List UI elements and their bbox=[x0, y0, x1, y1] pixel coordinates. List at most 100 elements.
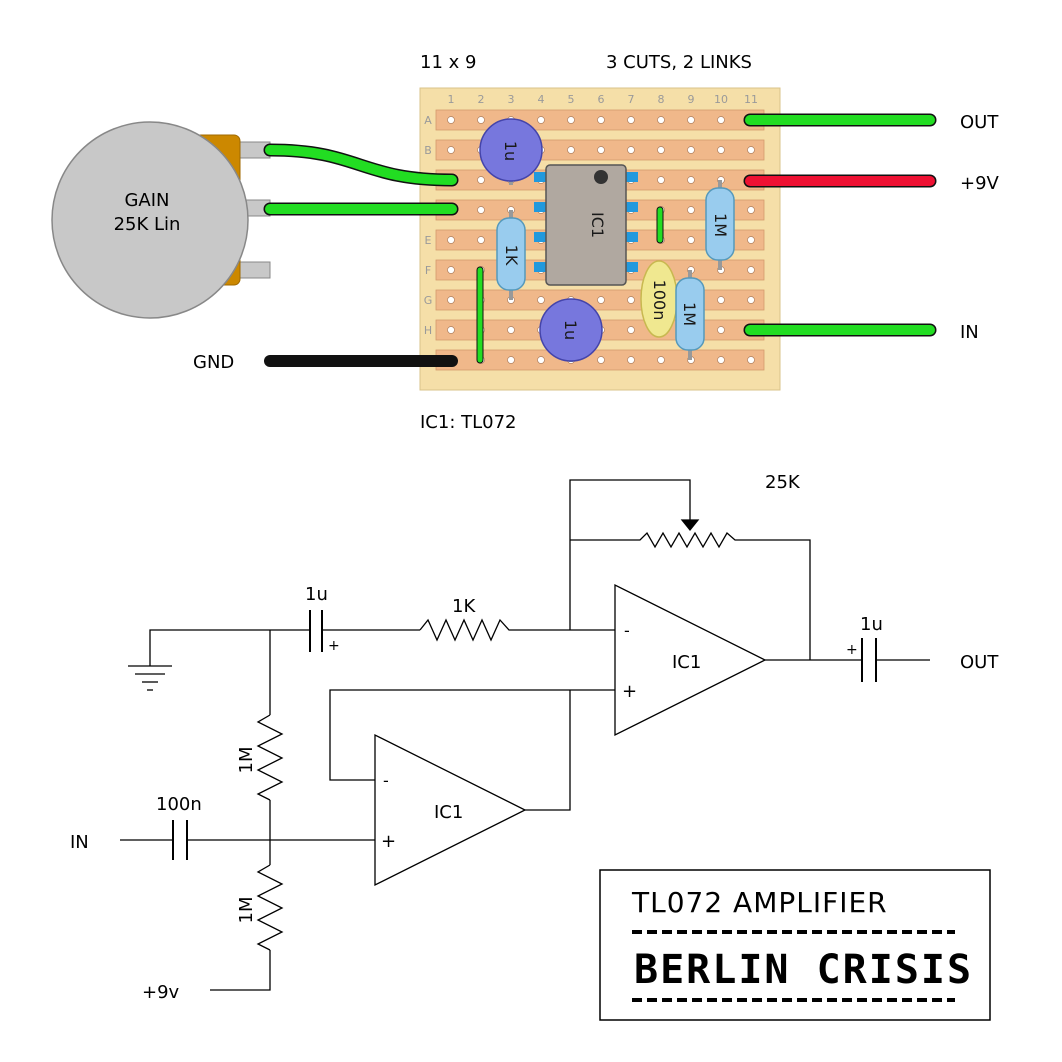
strip-hole bbox=[597, 116, 605, 124]
row-label: G bbox=[424, 294, 433, 307]
ic-body bbox=[545, 164, 627, 286]
ic-note: IC1: TL072 bbox=[420, 412, 517, 433]
title-box bbox=[599, 869, 991, 1021]
cap-bottom-electrolytic[interactable]: 1u bbox=[539, 298, 603, 362]
column-label: 7 bbox=[628, 93, 635, 106]
strip-hole bbox=[687, 116, 695, 124]
res-1m-top-label: 1M bbox=[711, 213, 730, 237]
opamp-top-plus: + bbox=[622, 681, 637, 702]
strip-hole bbox=[447, 146, 455, 154]
row-label: A bbox=[424, 114, 432, 127]
resistor-1k[interactable]: 1K bbox=[496, 210, 526, 300]
column-label: 11 bbox=[744, 93, 758, 106]
column-label: 6 bbox=[598, 93, 605, 106]
in-schematic-label: IN bbox=[70, 832, 89, 853]
cap-bottom-label: 1u bbox=[561, 320, 580, 340]
buffer-feedback-wire bbox=[329, 689, 615, 781]
strip-hole bbox=[447, 266, 455, 274]
ic-pin bbox=[626, 172, 638, 182]
v9-wire-label: +9V bbox=[960, 173, 1000, 194]
strip-hole bbox=[687, 146, 695, 154]
title-block: TL072 AMPLIFIER BERLIN CRISIS bbox=[599, 869, 991, 1021]
ic-pin bbox=[534, 232, 546, 242]
strip-hole bbox=[717, 296, 725, 304]
strip-hole bbox=[747, 296, 755, 304]
strip-hole bbox=[717, 326, 725, 334]
column-label: 2 bbox=[478, 93, 485, 106]
res-1m-top-schematic-label: 1M bbox=[236, 747, 257, 774]
supply-schematic-label: +9v bbox=[142, 982, 180, 1003]
res-1m-bottom-symbol bbox=[256, 864, 284, 951]
ic-pin bbox=[534, 262, 546, 272]
res-1m-bottom-schematic-label: 1M bbox=[236, 897, 257, 924]
res-1m-top-symbol bbox=[256, 714, 284, 801]
res-1k-label: 1K bbox=[502, 245, 521, 266]
cap-in-plus-sign: + bbox=[328, 638, 340, 654]
strip-hole bbox=[747, 266, 755, 274]
pot-name: GAIN bbox=[124, 190, 169, 211]
ic-pin bbox=[534, 172, 546, 182]
resistor-1m-top[interactable]: 1M bbox=[705, 180, 735, 270]
resistor-1m-bottom[interactable]: 1M bbox=[675, 270, 705, 360]
pot-wiper-arrow bbox=[680, 519, 700, 532]
pot-value: 25K Lin bbox=[114, 214, 181, 235]
cap-out-plus-sign: + bbox=[846, 642, 858, 658]
ic-pin bbox=[626, 262, 638, 272]
strip-hole bbox=[657, 116, 665, 124]
ic-pin bbox=[626, 232, 638, 242]
row-label: B bbox=[424, 144, 432, 157]
opamp-top-minus: - bbox=[624, 621, 630, 640]
strip-hole bbox=[717, 116, 725, 124]
cuts-links-label: 3 CUTS, 2 LINKS bbox=[606, 52, 752, 73]
strip-hole bbox=[477, 206, 485, 214]
gnd-label: GND bbox=[193, 352, 234, 373]
in-wire-label: IN bbox=[960, 322, 979, 343]
column-label: 8 bbox=[658, 93, 665, 106]
ic-notch bbox=[594, 170, 608, 184]
cap-body bbox=[479, 118, 543, 182]
strip-hole bbox=[627, 356, 635, 364]
strip-hole bbox=[687, 206, 695, 214]
gain-potentiometer[interactable]: GAIN 25K Lin bbox=[51, 121, 271, 319]
strip-hole bbox=[477, 236, 485, 244]
cap-out-schematic-label: 1u bbox=[860, 614, 883, 635]
strip-hole bbox=[627, 296, 635, 304]
pot-resistor-symbol bbox=[570, 531, 811, 660]
strip-hole bbox=[507, 326, 515, 334]
strip-hole bbox=[627, 116, 635, 124]
strip-hole bbox=[447, 236, 455, 244]
column-label: 10 bbox=[714, 93, 728, 106]
pot-wire-1 bbox=[265, 145, 457, 185]
ground-wire bbox=[149, 629, 310, 660]
out-schematic-label: OUT bbox=[960, 652, 999, 673]
strip-hole bbox=[657, 356, 665, 364]
ic-pin bbox=[534, 202, 546, 212]
opamp-bottom-minus: - bbox=[383, 771, 389, 790]
strip-hole bbox=[687, 236, 695, 244]
strip-hole bbox=[477, 176, 485, 184]
strip-hole bbox=[717, 356, 725, 364]
opamp-bottom-plus: + bbox=[381, 831, 396, 852]
cap-top-label: 1u bbox=[501, 141, 520, 161]
strip-hole bbox=[597, 296, 605, 304]
strip-hole bbox=[447, 326, 455, 334]
strip-hole bbox=[627, 326, 635, 334]
row-label: H bbox=[424, 324, 432, 337]
board-size-label: 11 x 9 bbox=[420, 52, 476, 73]
cap-top-electrolytic[interactable]: 1u bbox=[479, 118, 543, 185]
strip-hole bbox=[537, 296, 545, 304]
opamp-bottom-output bbox=[525, 690, 571, 811]
res-1k-schematic-label: 1K bbox=[452, 596, 476, 617]
opamp-top-label: IC1 bbox=[672, 652, 701, 673]
res-1m-bottom-label: 1M bbox=[680, 302, 699, 326]
strip-hole bbox=[717, 146, 725, 154]
ic-pin bbox=[626, 202, 638, 212]
resistor-body bbox=[705, 187, 735, 261]
strip-hole bbox=[507, 356, 515, 364]
strip-hole bbox=[747, 206, 755, 214]
schematic bbox=[120, 479, 930, 991]
ic1-chip[interactable]: IC1 bbox=[534, 164, 638, 286]
cap-100n-film[interactable]: 100n bbox=[640, 260, 678, 338]
strip-hole bbox=[597, 146, 605, 154]
brand-text: BERLIN CRISIS bbox=[634, 947, 973, 993]
